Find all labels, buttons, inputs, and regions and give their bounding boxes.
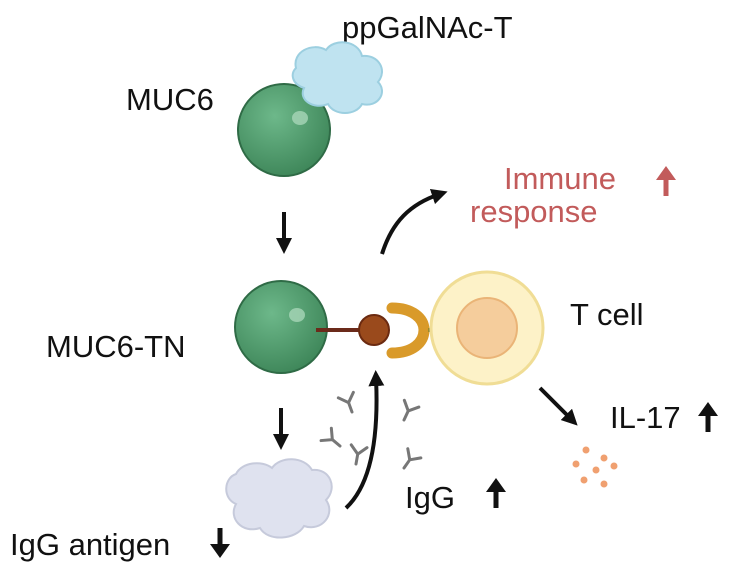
- t-cell-receptor: [386, 302, 430, 359]
- arrow-up-icon: [698, 402, 718, 432]
- arrow-up-icon: [656, 166, 676, 196]
- tn-antigen: [358, 314, 390, 346]
- arrow-to-immune-response: [380, 188, 448, 255]
- muc6-sphere: [237, 83, 331, 177]
- muc6-tn-label: MUC6-TN: [46, 329, 186, 364]
- t-cell: [429, 270, 545, 386]
- muc6-tn-sphere: [234, 280, 328, 374]
- arrow-igg-to-tn: [344, 370, 385, 510]
- il17-label: IL-17: [610, 400, 681, 435]
- il17-cytokine-dots: [572, 446, 618, 488]
- igg-antigen-label: IgG antigen: [10, 527, 170, 562]
- ppgalnac-t-label: ppGalNAc-T: [342, 10, 513, 45]
- muc6-label: MUC6: [126, 82, 214, 117]
- igg-antigen-blob: [225, 458, 333, 539]
- immune-response-line2: response: [470, 194, 598, 229]
- t-cell-label: T cell: [570, 297, 644, 332]
- immune-response-line1: Immune: [504, 161, 616, 196]
- antibody-icon: [319, 390, 423, 470]
- arrow-up-icon: [486, 478, 506, 508]
- arrow-down-icon: [210, 528, 230, 558]
- ppgalnac-t-enzyme: [291, 41, 383, 114]
- arrow-tcell-to-il17: [538, 386, 578, 426]
- igg-label: IgG: [405, 480, 455, 515]
